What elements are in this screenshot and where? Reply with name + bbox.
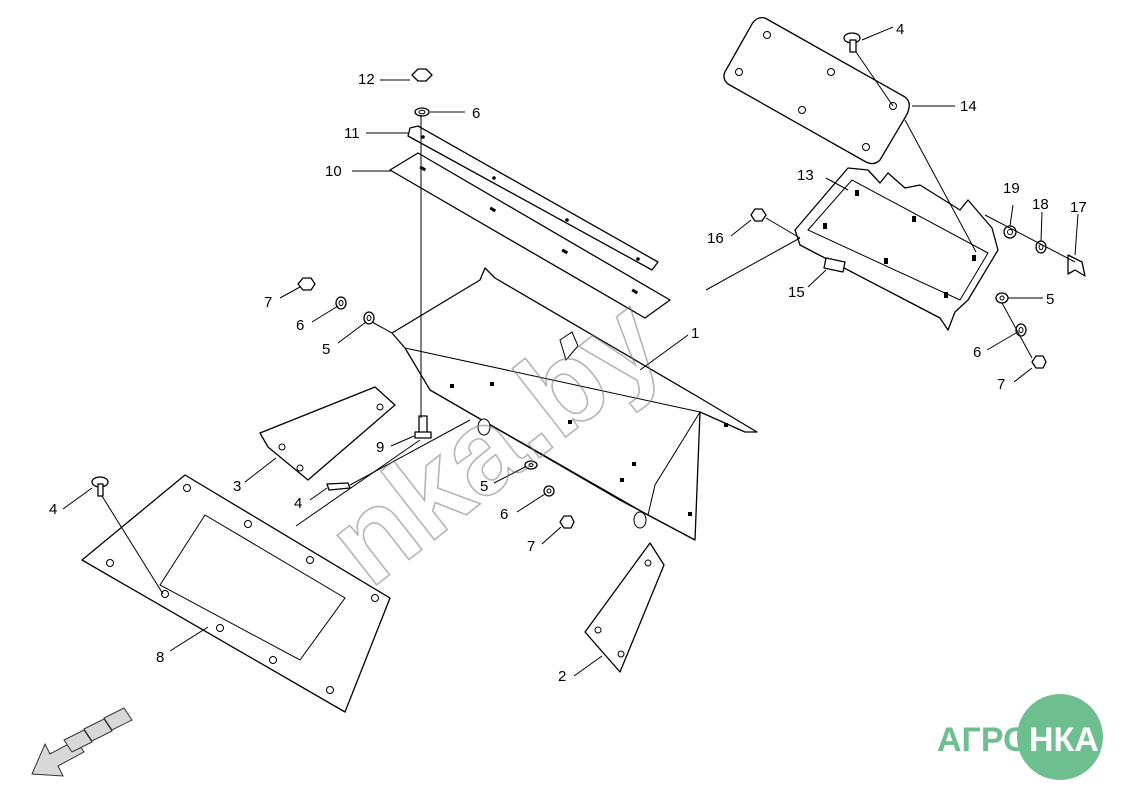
part-3-plate [259, 386, 396, 481]
part-13-bracket [794, 167, 999, 331]
callout-7: 7 [997, 376, 1005, 393]
callout-16: 16 [707, 230, 724, 247]
part-2-plate [584, 542, 665, 673]
direction-arrow-icon [31, 707, 133, 777]
callout-3: 3 [233, 478, 241, 495]
part-1-trough [391, 267, 758, 541]
callout-9: 9 [376, 439, 384, 456]
callout-11: 11 [344, 125, 360, 142]
callout-17: 17 [1070, 199, 1087, 216]
callout-10: 10 [325, 163, 342, 180]
callout-5: 5 [1046, 291, 1054, 308]
callout-4: 4 [49, 501, 57, 518]
callout-5: 5 [322, 341, 330, 358]
callout-4: 4 [896, 21, 904, 38]
callout-6: 6 [973, 344, 981, 361]
part-14-plate [723, 16, 910, 165]
logo-left-text: АГРО [937, 721, 1030, 759]
logo-right-text: НКА [1029, 721, 1099, 759]
callout-4: 4 [294, 495, 302, 512]
callout-1: 1 [691, 325, 699, 342]
callout-7: 7 [527, 538, 535, 555]
callout-15: 15 [788, 284, 805, 301]
callout-5: 5 [480, 478, 488, 495]
callout-6: 6 [296, 317, 304, 334]
callout-6: 6 [500, 506, 508, 523]
callout-6: 6 [472, 105, 480, 122]
callout-2: 2 [558, 668, 566, 685]
part-8-frame [81, 474, 391, 713]
callout-8: 8 [156, 649, 164, 666]
callouts: 1 2 3 4 4 4 5 5 5 6 6 6 6 7 7 7 8 9 10 1… [49, 21, 1087, 685]
callout-7: 7 [264, 294, 272, 311]
callout-19: 19 [1003, 180, 1020, 197]
callout-18: 18 [1032, 196, 1049, 213]
callout-14: 14 [960, 98, 977, 115]
callout-13: 13 [797, 167, 814, 184]
part-10-deflector [389, 152, 671, 319]
part-11-strip [407, 125, 659, 271]
callout-12: 12 [358, 71, 375, 88]
brand-logo: АГРО НКА [937, 694, 1103, 780]
leader-lines [62, 26, 1079, 677]
